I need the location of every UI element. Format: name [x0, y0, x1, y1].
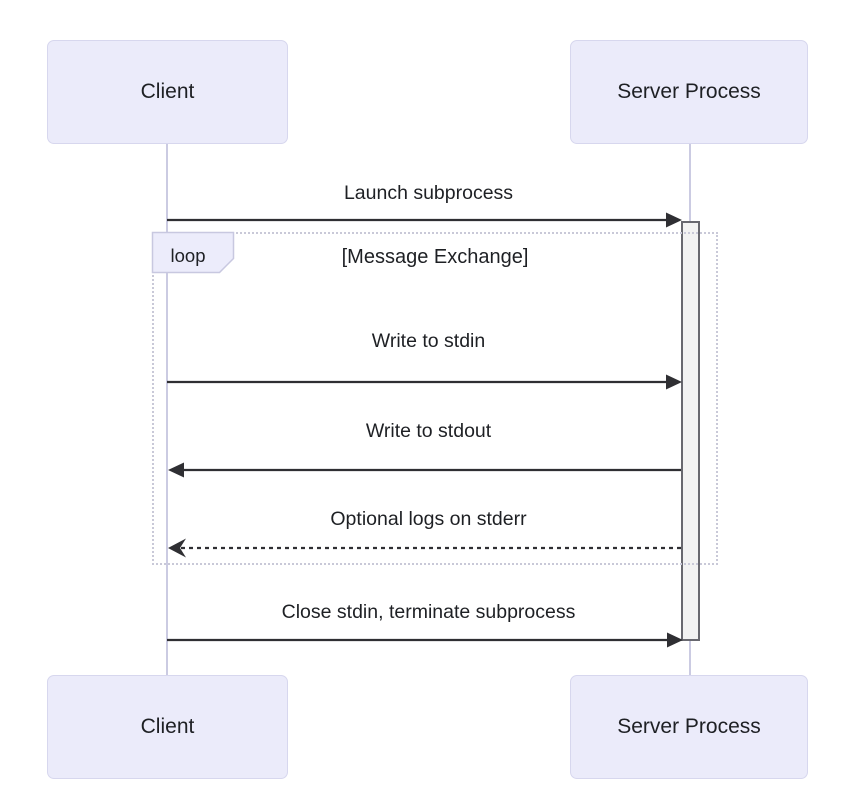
actor-label-server-bottom: Server Process: [617, 715, 761, 738]
message-label-launch-subprocess: Launch subprocess: [343, 182, 514, 204]
loop-title: [Message Exchange]: [341, 246, 529, 268]
arrow-launch-subprocess: [167, 212, 682, 228]
loop-keyword: loop: [170, 245, 206, 266]
lifeline-client: [166, 144, 168, 676]
actor-label-client-top: Client: [140, 80, 195, 103]
activation-bar-server: [681, 221, 700, 641]
actor-label-server-top: Server Process: [617, 80, 761, 103]
actor-box-client-bottom: Client: [47, 675, 288, 779]
message-label-write-stdout: Write to stdout: [365, 420, 492, 442]
actor-box-server-bottom: Server Process: [570, 675, 808, 779]
message-label-write-stdin: Write to stdin: [371, 330, 486, 352]
arrow-close-stdin: [167, 632, 683, 648]
message-label-stderr-logs: Optional logs on stderr: [330, 508, 527, 530]
actor-box-client-top: Client: [47, 40, 288, 144]
actor-box-server-top: Server Process: [570, 40, 808, 144]
loop-frame: [152, 232, 718, 565]
message-label-close-stdin: Close stdin, terminate subprocess: [281, 601, 576, 623]
actor-label-client-bottom: Client: [140, 715, 195, 738]
